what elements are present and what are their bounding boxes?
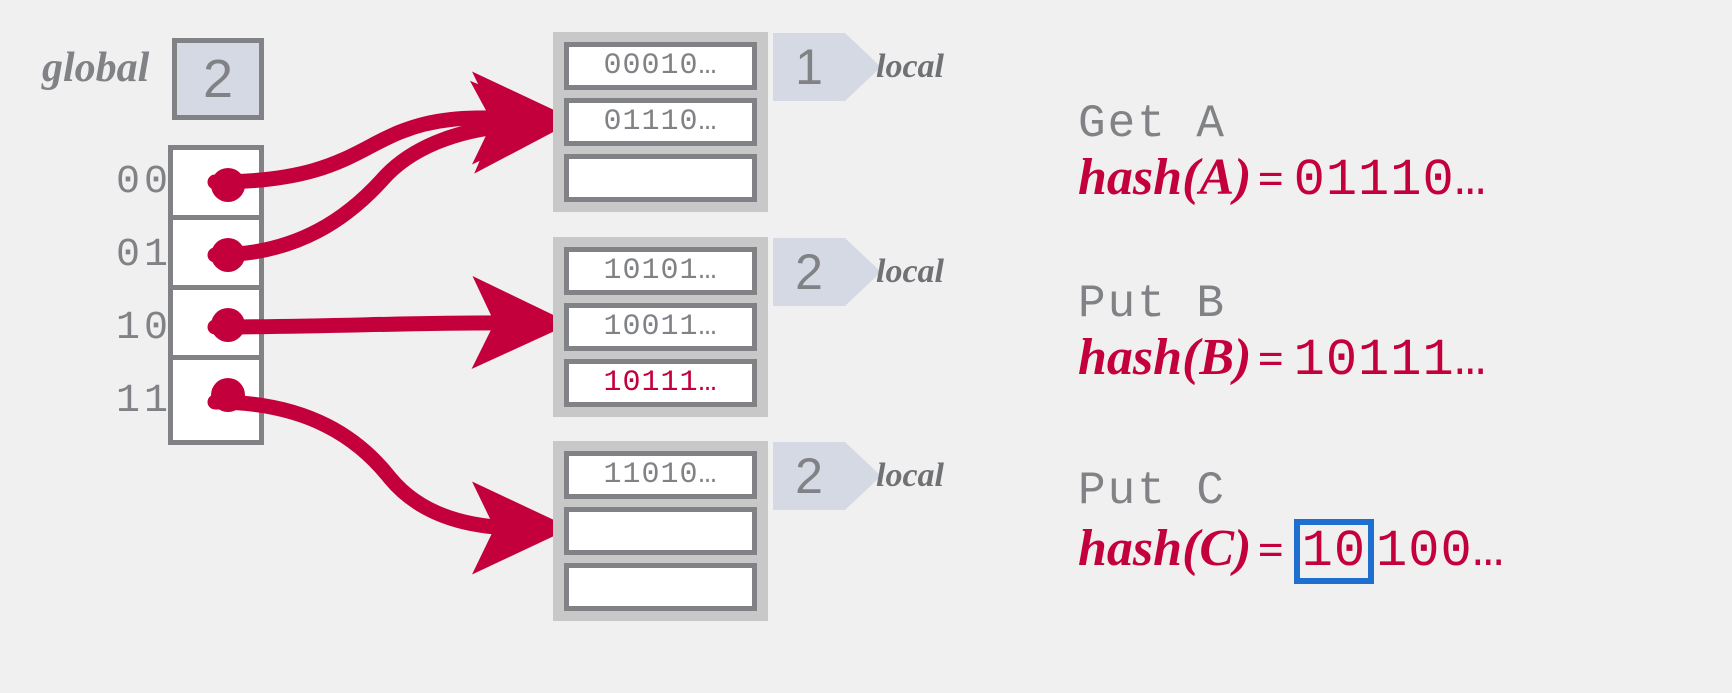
bucket-3-local-label: local — [876, 457, 944, 494]
global-depth-label: global — [42, 45, 150, 91]
operation-1-command: Get A — [1078, 98, 1227, 150]
operation-3-equals: = — [1257, 524, 1284, 575]
directory-key-0: 00 — [115, 160, 172, 205]
pointer-dot-icon-0 — [211, 168, 245, 202]
pointer-dot-icon-3 — [211, 378, 245, 412]
operation-2-command: Put B — [1078, 278, 1227, 330]
operation-3-command: Put C — [1078, 465, 1227, 517]
operation-1-hash-rest: 01110… — [1293, 151, 1487, 210]
bucket-2-local-depth-value: 2 — [795, 244, 823, 300]
directory-row-3[interactable] — [173, 360, 259, 430]
bucket-3-local-depth-pennant: 2 — [773, 442, 881, 510]
bucket-1-local-depth-value: 1 — [795, 39, 823, 95]
operation-1-hash-value: 01110… — [1294, 155, 1487, 207]
bucket-3-local-depth-value: 2 — [795, 448, 823, 504]
directory-key-1: 01 — [115, 233, 172, 278]
bucket-2-slot-1[interactable]: 10011… — [564, 303, 757, 351]
operation-2-hash: hash(B) = 10111… — [1078, 332, 1487, 387]
bucket-1-slot-1[interactable]: 01110… — [564, 98, 757, 146]
operation-3-hash-fn: hash(C) — [1078, 520, 1252, 577]
directory-row-2[interactable] — [173, 290, 259, 360]
bucket-2-slot-2[interactable]: 10111… — [564, 359, 757, 407]
bucket-1-slot-2[interactable] — [564, 154, 757, 202]
bucket-1: 00010… 01110… — [553, 32, 768, 212]
bucket-2-local-depth-pennant: 2 — [773, 238, 881, 306]
bucket-1-local-label: local — [876, 48, 944, 85]
bucket-3-slot-2[interactable] — [564, 563, 757, 611]
pointer-dot-icon-2 — [211, 308, 245, 342]
bucket-2: 10101… 10011… 10111… — [553, 237, 768, 417]
bucket-1-local-depth-pennant: 1 — [773, 33, 881, 101]
operation-1-equals: = — [1257, 153, 1284, 204]
operation-1: Get A hash(A) = 01110… — [1078, 98, 1487, 207]
operation-1-hash: hash(A) = 01110… — [1078, 152, 1487, 207]
operation-2-hash-fn: hash(B) — [1078, 329, 1252, 386]
operation-3-hash-boxed-prefix: 10 — [1293, 519, 1375, 585]
directory-key-3: 11 — [115, 379, 172, 424]
operation-2-hash-rest: 10111… — [1293, 331, 1487, 390]
operation-1-hash-fn: hash(A) — [1078, 149, 1252, 206]
global-depth-value: 2 — [202, 49, 234, 109]
bucket-3-slot-1[interactable] — [564, 507, 757, 555]
bucket-3: 11010… — [553, 441, 768, 621]
operation-2-hash-value: 10111… — [1294, 335, 1487, 387]
bucket-2-slot-0[interactable]: 10101… — [564, 247, 757, 295]
pointer-dot-icon-1 — [211, 238, 245, 272]
global-depth-box: 2 — [172, 38, 264, 120]
directory-row-1[interactable] — [173, 220, 259, 290]
directory-row-0[interactable] — [173, 150, 259, 220]
bucket-2-local-label: local — [876, 253, 944, 290]
operation-2: Put B hash(B) = 10111… — [1078, 278, 1487, 387]
directory-key-2: 10 — [115, 306, 172, 351]
bucket-1-slot-0[interactable]: 00010… — [564, 42, 757, 90]
directory-table — [168, 145, 264, 445]
operation-3-hash-rest: 100… — [1376, 522, 1505, 581]
bucket-3-slot-0[interactable]: 11010… — [564, 451, 757, 499]
operation-2-equals: = — [1257, 333, 1284, 384]
